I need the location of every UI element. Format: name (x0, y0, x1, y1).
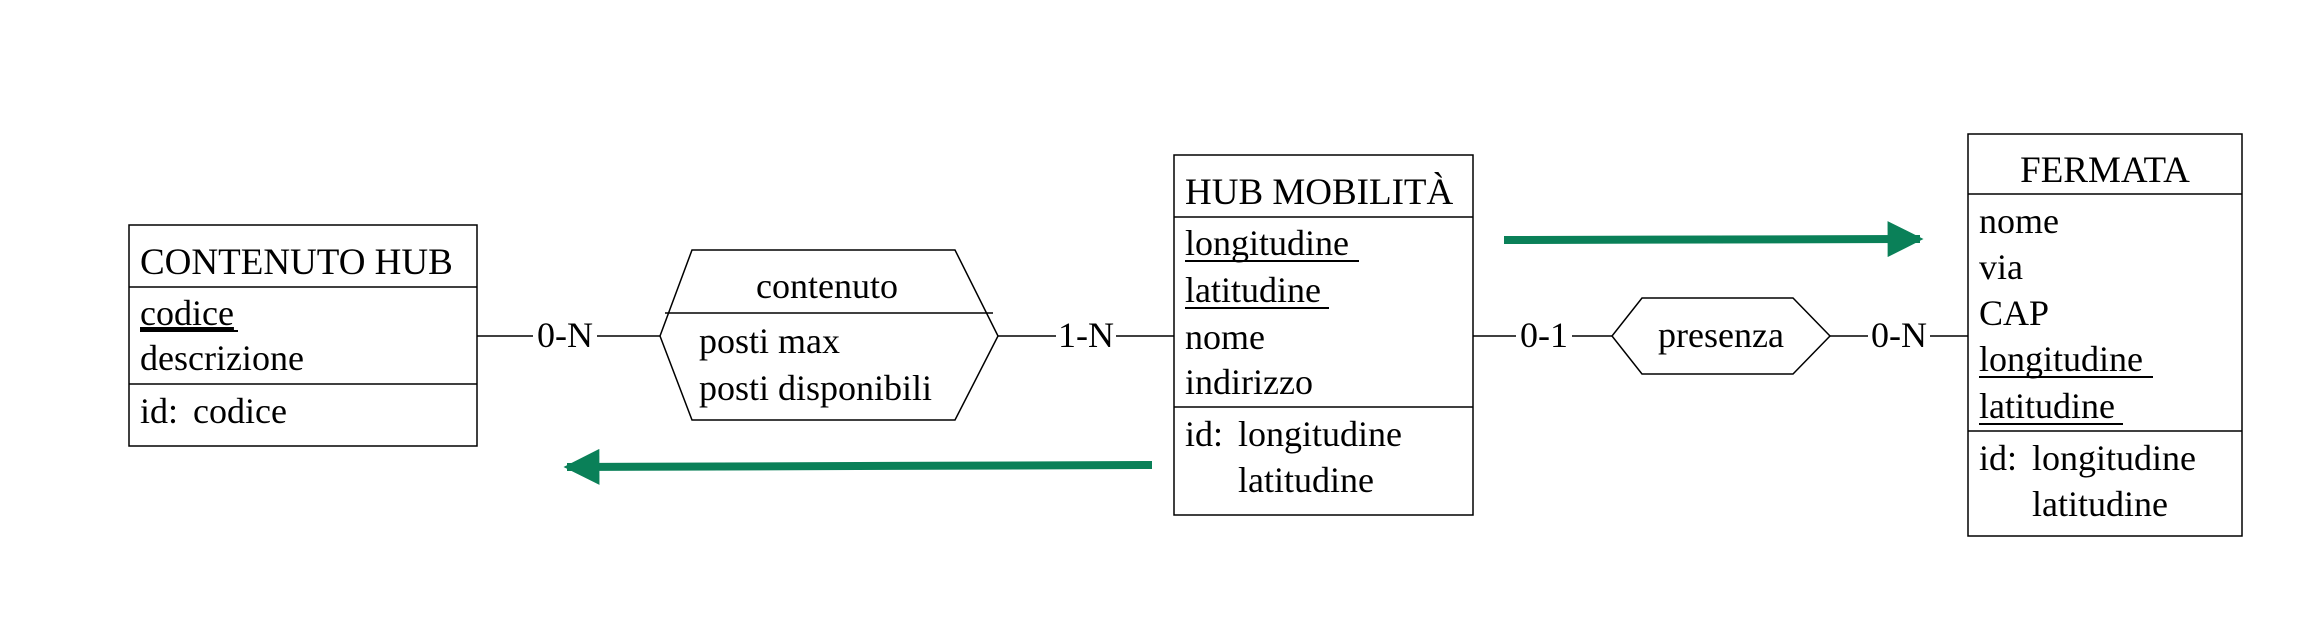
attribute: nome (1185, 317, 1265, 357)
attribute: nome (1979, 201, 2059, 241)
connector-contenuto-hub: 0-N (477, 315, 660, 355)
identifier-value: longitudine (2032, 438, 2196, 478)
identifier-value: longitudine (1238, 414, 1402, 454)
entity-contenuto-hub: CONTENUTO HUB codice descrizione id: cod… (128, 224, 478, 447)
identifier-value: latitudine (2032, 484, 2168, 524)
cardinality-label: 0-N (537, 315, 593, 355)
attribute: via (1979, 247, 2023, 287)
key-attribute: codice (140, 293, 234, 333)
entity-fermata: FERMATA nome via CAP longitudine latitud… (1967, 133, 2243, 537)
entity-title: FERMATA (2020, 150, 2190, 191)
relationship-attribute: posti max (699, 321, 840, 361)
relationship-name: contenuto (756, 266, 898, 306)
relationship-attribute: posti disponibili (699, 368, 932, 408)
identifier-value: codice (193, 391, 287, 431)
entity-title: CONTENUTO HUB (140, 242, 453, 283)
attribute: descrizione (140, 338, 304, 378)
arrow-right (1503, 221, 1924, 258)
cardinality-label: 0-N (1871, 315, 1927, 355)
connector-fermata: 0-N (1830, 315, 1968, 355)
identifier-label: id: (1185, 414, 1223, 454)
key-attribute: latitudine (1185, 270, 1321, 310)
identifier-label: id: (140, 391, 178, 431)
connector-hub-contenuto: 1-N (998, 315, 1174, 355)
key-attribute: longitudine (1979, 339, 2143, 379)
key-attribute: latitudine (1979, 386, 2115, 426)
entity-hub-mobilita: HUB MOBILITÀ longitudine latitudine nome… (1173, 154, 1474, 516)
attribute: CAP (1979, 293, 2049, 333)
relationship-name: presenza (1658, 315, 1784, 355)
attribute: indirizzo (1185, 362, 1313, 402)
arrow-left (563, 448, 1153, 485)
cardinality-label: 1-N (1058, 315, 1114, 355)
connector-hub-presenza: 0-1 (1473, 315, 1612, 355)
entity-title: HUB MOBILITÀ (1185, 171, 1454, 213)
key-attribute: longitudine (1185, 223, 1349, 263)
relationship-contenuto: contenuto posti max posti disponibili (659, 249, 999, 421)
cardinality-label: 0-1 (1520, 315, 1568, 355)
identifier-value: latitudine (1238, 460, 1374, 500)
relationship-presenza: presenza (1611, 297, 1832, 375)
identifier-label: id: (1979, 438, 2017, 478)
